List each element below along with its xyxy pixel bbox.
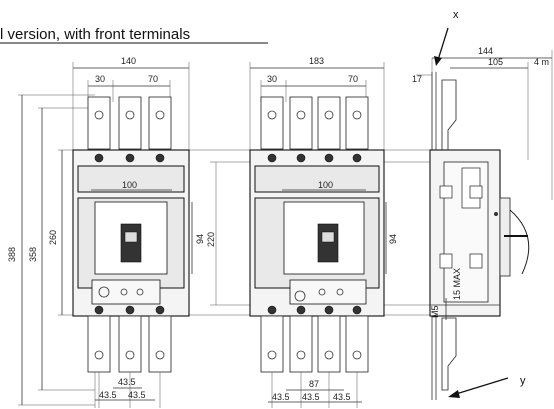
- dim-depth-inner: 105: [488, 57, 503, 67]
- dim-edge: 4 m: [534, 57, 549, 67]
- dim-body-height-3p: 260: [48, 230, 58, 245]
- dim-pitch-4p: 30: [267, 74, 277, 84]
- dim-bottom-4p-a: 43.5: [272, 392, 290, 402]
- dim-bottom-4p-c: 43.5: [333, 392, 351, 402]
- dim-depth: 144: [478, 46, 493, 56]
- axis-x-label: x: [453, 9, 459, 21]
- dim-bottom-3p-c: 43.5: [128, 390, 146, 400]
- side-view: 144 105 4 m 17 15 MAX M5 x y: [412, 9, 553, 400]
- front-view-4-pole: 220 183 30 70 100 94: [206, 56, 398, 408]
- axis-y-label: y: [520, 375, 526, 387]
- dim-mid-height-3p: 358: [28, 247, 38, 262]
- dim-total-height-3p: 388: [7, 247, 17, 262]
- dim-width-3p: 140: [121, 56, 136, 66]
- drawing-title: l version, with front terminals: [0, 26, 190, 43]
- dim-face-4p: 100: [318, 180, 333, 190]
- dim-outer-3p: 70: [148, 74, 158, 84]
- dim-handle-4p: 94: [388, 234, 398, 244]
- dim-span-4p: 87: [309, 379, 319, 389]
- dim-offset: 17: [412, 74, 422, 84]
- dim-pitch-3p: 30: [95, 74, 105, 84]
- dim-screw: M5: [430, 305, 440, 318]
- dim-bottom-3p-b: 43.5: [99, 390, 117, 400]
- dim-face-3p: 100: [122, 180, 137, 190]
- dim-outer-4p: 70: [348, 74, 358, 84]
- dim-handle-3p: 94: [195, 234, 205, 244]
- dim-panel: 15 MAX: [452, 268, 462, 300]
- front-view-3-pole: 140 30 70 100 94: [7, 56, 205, 408]
- dim-cutout-4p: 220: [206, 232, 216, 247]
- dim-bottom-4p-b: 43.5: [302, 392, 320, 402]
- dim-bottom-3p-a: 43.5: [118, 377, 136, 387]
- dim-width-4p: 183: [309, 56, 324, 66]
